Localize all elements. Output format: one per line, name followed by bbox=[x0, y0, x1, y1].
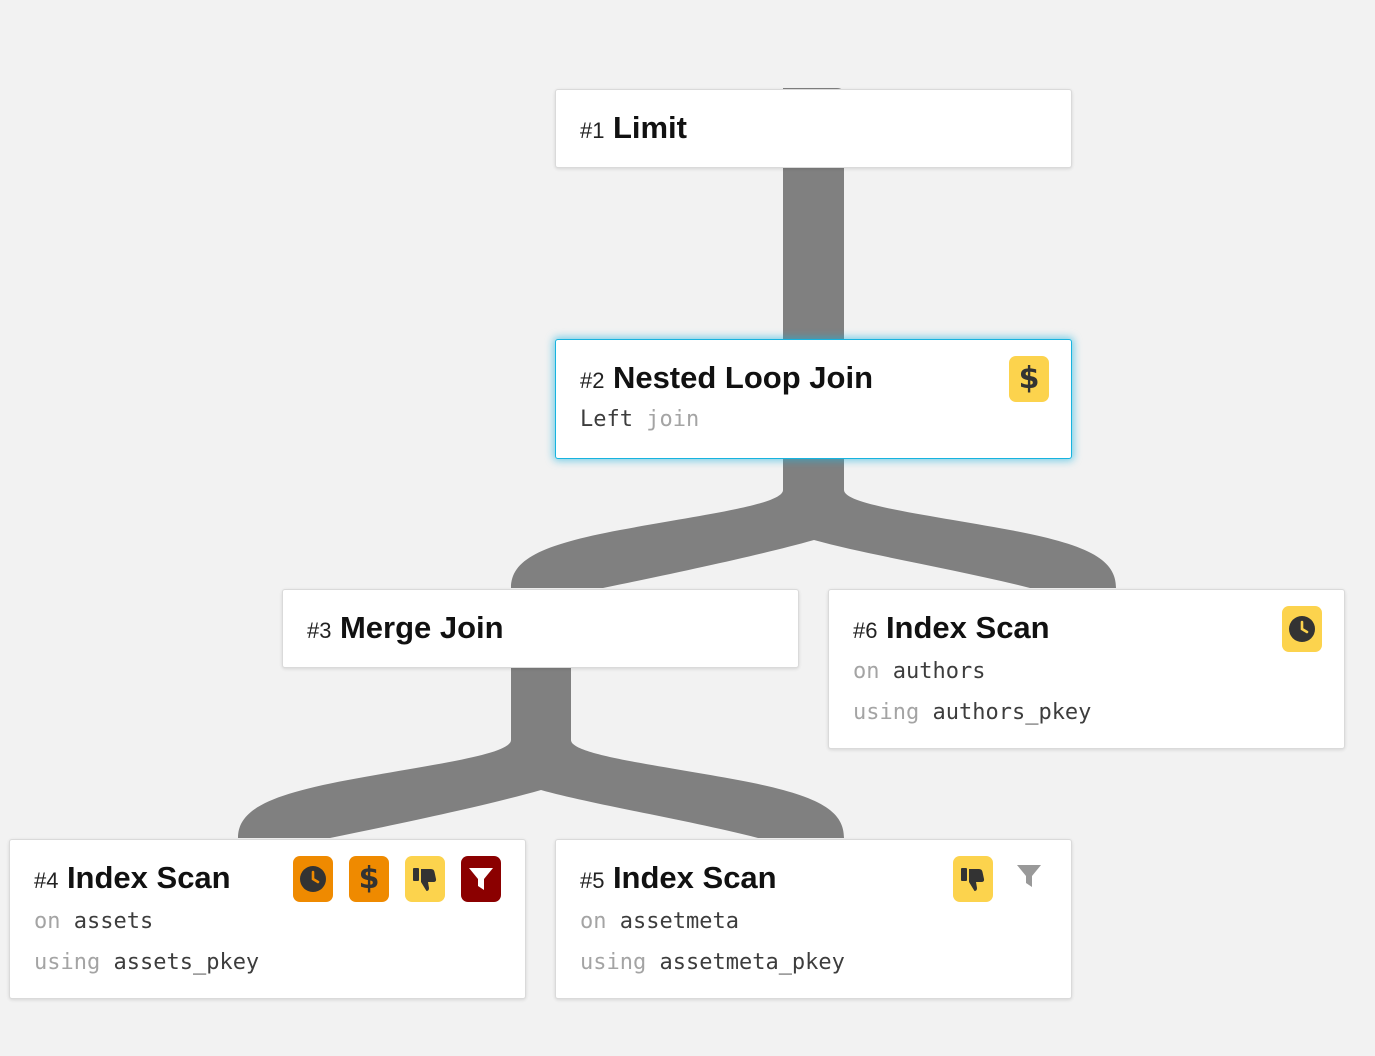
plan-node-1[interactable]: #1 Limit bbox=[555, 89, 1072, 168]
node-header: #6 Index Scan bbox=[853, 610, 1050, 646]
node-badges bbox=[1282, 606, 1322, 652]
node-id: #2 bbox=[580, 368, 605, 393]
estimation-warning-badge[interactable] bbox=[953, 856, 993, 902]
node-header: #4 Index Scan bbox=[34, 860, 231, 896]
duration-warning-badge[interactable] bbox=[1282, 606, 1322, 652]
relation-name: authors bbox=[892, 659, 986, 684]
clock-icon bbox=[300, 866, 326, 892]
relation-name: assets bbox=[73, 909, 154, 934]
index-line: using assets_pkey bbox=[34, 950, 259, 975]
edge-3-4 bbox=[238, 668, 571, 838]
index-name: assets_pkey bbox=[113, 950, 260, 975]
node-header: #3 Merge Join bbox=[307, 610, 504, 646]
on-keyword: on bbox=[580, 909, 607, 934]
node-id: #1 bbox=[580, 118, 605, 143]
node-type: Index Scan bbox=[66, 860, 231, 895]
dollar-icon: $ bbox=[1018, 361, 1040, 396]
index-line: using authors_pkey bbox=[853, 700, 1091, 725]
on-keyword: on bbox=[853, 659, 880, 684]
relation-line: on assetmeta bbox=[580, 909, 739, 934]
node-header: #1 Limit bbox=[580, 110, 687, 146]
node-header: #2 Nested Loop Join bbox=[580, 360, 873, 396]
join-keyword: join bbox=[646, 407, 700, 432]
index-name: authors_pkey bbox=[932, 700, 1092, 725]
join-detail: Left join bbox=[580, 407, 699, 432]
node-id: #5 bbox=[580, 868, 605, 893]
on-keyword: on bbox=[34, 909, 61, 934]
node-id: #3 bbox=[307, 618, 332, 643]
filter-icon bbox=[469, 868, 493, 890]
relation-name: assetmeta bbox=[619, 909, 739, 934]
node-badges: $ bbox=[293, 856, 501, 902]
node-type: Limit bbox=[612, 110, 687, 145]
node-id: #4 bbox=[34, 868, 59, 893]
edge-2-3 bbox=[511, 458, 844, 588]
relation-line: on assets bbox=[34, 909, 153, 934]
filter-icon bbox=[1017, 865, 1041, 887]
node-type: Merge Join bbox=[339, 610, 504, 645]
plan-node-3[interactable]: #3 Merge Join bbox=[282, 589, 799, 668]
using-keyword: using bbox=[853, 700, 920, 725]
node-type: Index Scan bbox=[885, 610, 1050, 645]
node-type: Index Scan bbox=[612, 860, 777, 895]
plan-node-6[interactable]: #6 Index Scan on authors using authors_p… bbox=[828, 589, 1345, 749]
clock-icon bbox=[1289, 616, 1315, 642]
node-header: #5 Index Scan bbox=[580, 860, 777, 896]
plan-node-5[interactable]: #5 Index Scan on assetmeta using assetme… bbox=[555, 839, 1072, 999]
index-line: using assetmeta_pkey bbox=[580, 950, 845, 975]
using-keyword: using bbox=[34, 950, 101, 975]
thumbs-down-icon bbox=[961, 868, 985, 891]
node-badges: $ bbox=[1009, 356, 1049, 402]
relation-line: on authors bbox=[853, 659, 985, 684]
dollar-icon: $ bbox=[358, 861, 380, 896]
duration-alert-badge[interactable] bbox=[293, 856, 333, 902]
edge-2-6 bbox=[783, 458, 1116, 588]
using-keyword: using bbox=[580, 950, 647, 975]
node-id: #6 bbox=[853, 618, 878, 643]
filter-info-badge[interactable] bbox=[1009, 856, 1049, 902]
node-badges bbox=[953, 856, 1049, 902]
node-type: Nested Loop Join bbox=[612, 360, 874, 395]
edge-3-5 bbox=[511, 668, 844, 838]
estimation-warning-badge[interactable] bbox=[405, 856, 445, 902]
thumbs-down-icon bbox=[413, 868, 437, 891]
index-name: assetmeta_pkey bbox=[659, 950, 845, 975]
cost-alert-badge[interactable]: $ bbox=[349, 856, 389, 902]
filter-danger-badge[interactable] bbox=[461, 856, 501, 902]
plan-node-2[interactable]: #2 Nested Loop Join Left join $ bbox=[555, 339, 1072, 459]
plan-node-4[interactable]: #4 Index Scan on assets using assets_pke… bbox=[9, 839, 526, 999]
cost-warning-badge[interactable]: $ bbox=[1009, 356, 1049, 402]
join-type-value: Left bbox=[580, 407, 633, 432]
